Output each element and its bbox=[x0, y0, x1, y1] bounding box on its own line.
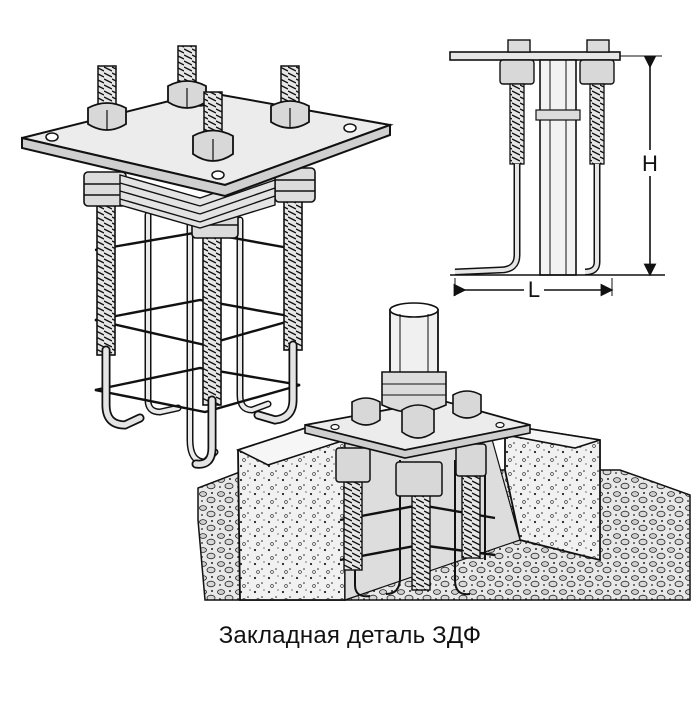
steel-column bbox=[381, 302, 447, 414]
concrete-block-left bbox=[235, 424, 348, 601]
dimension-height-label: H bbox=[642, 151, 658, 176]
installed-lower-nuts bbox=[335, 443, 487, 497]
embedded-part-3d-view bbox=[21, 45, 394, 469]
top-nut-back bbox=[167, 45, 207, 109]
anchor-bolt-front-right bbox=[253, 199, 303, 425]
top-nut-right bbox=[270, 65, 310, 129]
installed-top-nuts bbox=[351, 390, 482, 439]
dimension-length-label: L bbox=[528, 277, 540, 302]
section-drawing: H L bbox=[449, 39, 665, 302]
top-nut-center bbox=[192, 91, 234, 162]
dimension-length: L bbox=[453, 277, 614, 302]
column-section bbox=[535, 59, 581, 276]
anchor-bolt-front-center bbox=[191, 234, 222, 469]
anchor-bolt-front-left bbox=[96, 204, 145, 430]
foundation-installation-view bbox=[197, 302, 691, 601]
rebar-hoops bbox=[94, 230, 301, 414]
top-nut-left bbox=[87, 65, 127, 131]
section-anchor-right bbox=[579, 39, 615, 276]
dimension-height: H bbox=[620, 55, 662, 277]
figure-caption: Закладная деталь ЗДФ bbox=[218, 622, 482, 649]
section-anchor-left bbox=[454, 39, 535, 276]
